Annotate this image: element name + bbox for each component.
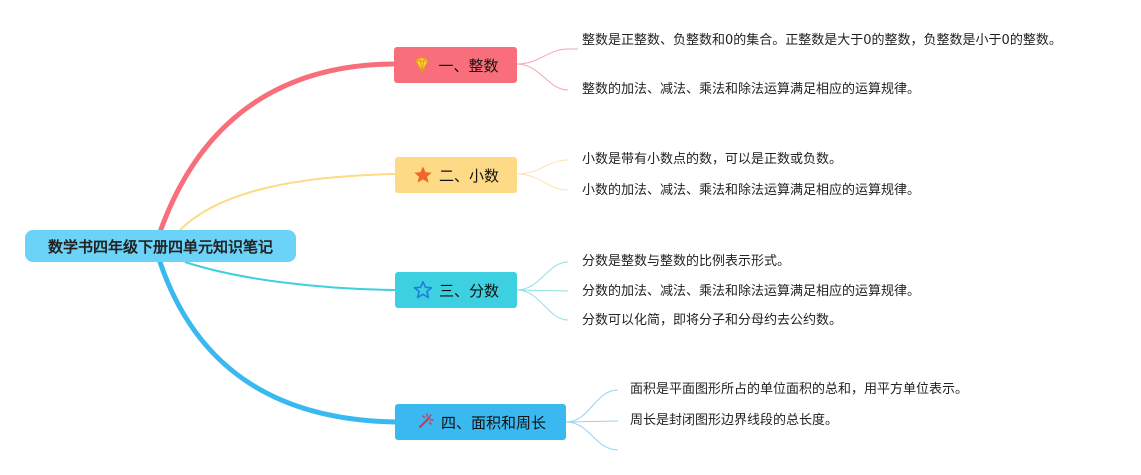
- branch-topic-1-label: 一、整数: [438, 56, 499, 75]
- branch-2-leaf-2[interactable]: 小数的加法、减法、乘法和除法运算满足相应的运算规律。: [582, 183, 921, 198]
- link-branch-4-leaf-1: [565, 389, 619, 423]
- link-branch-3-leaf-2: [516, 289, 569, 292]
- branch-3-leaf-2[interactable]: 分数的加法、减法、乘法和除法运算满足相应的运算规律。: [582, 284, 921, 299]
- root-topic-label: 数学书四年级下册四单元知识笔记: [47, 237, 273, 256]
- link-branch-3-leaf-3: [516, 289, 569, 321]
- branch-topic-4-label: 四、面积和周长: [440, 413, 546, 432]
- link-branch-2-leaf-1: [516, 159, 569, 175]
- branch-topic-3-label: 三、分数: [438, 281, 499, 300]
- branch-1-leaf-2[interactable]: 整数的加法、减法、乘法和除法运算满足相应的运算规律。: [582, 82, 921, 97]
- link-branch-3-leaf-1: [516, 261, 569, 291]
- branch-3-leaf-3[interactable]: 分数可以化简，即将分子和分母约去公约数。: [582, 313, 843, 328]
- root-topic[interactable]: 数学书四年级下册四单元知识笔记: [25, 230, 296, 262]
- link-root-branch-1: [157, 61, 396, 235]
- link-root-branch-4: [157, 259, 398, 425]
- link-branch-4-leaf-3: [565, 421, 619, 451]
- link-branch-4-leaf-2: [565, 420, 619, 423]
- branch-3-leaf-1[interactable]: 分数是整数与整数的比例表示形式。: [582, 254, 791, 269]
- link-root-branch-2: [179, 173, 396, 231]
- link-branch-1-leaf-1: [516, 48, 569, 65]
- branch-4-leaf-1[interactable]: 面积是平面图形所占的单位面积的总和，用平方单位表示。: [630, 382, 969, 397]
- branch-topic-3[interactable]: 三、分数: [395, 272, 517, 308]
- link-branch-2-leaf-2: [516, 173, 569, 191]
- star-outline-icon: [413, 280, 433, 300]
- branch-topic-4[interactable]: 四、面积和周长: [395, 404, 566, 440]
- branch-4-leaf-2[interactable]: 周长是封闭图形边界线段的总长度。: [630, 413, 839, 428]
- link-root-branch-3: [184, 261, 396, 291]
- branch-topic-2-label: 二、小数: [438, 166, 499, 185]
- branch-topic-2[interactable]: 二、小数: [395, 157, 517, 193]
- diamond-icon: [412, 55, 432, 75]
- branch-2-leaf-1[interactable]: 小数是带有小数点的数，可以是正数或负数。: [582, 152, 843, 167]
- branch-1-leaf-1[interactable]: 整数是正整数、负整数和0的集合。正整数是大于0的整数，负整数是小于0的整数。: [582, 33, 1062, 48]
- link-branch-1-leaf-2: [516, 63, 569, 91]
- branch-topic-1[interactable]: 一、整数: [394, 47, 517, 83]
- star-filled-icon: [413, 165, 433, 185]
- magic-wand-icon: [415, 412, 435, 432]
